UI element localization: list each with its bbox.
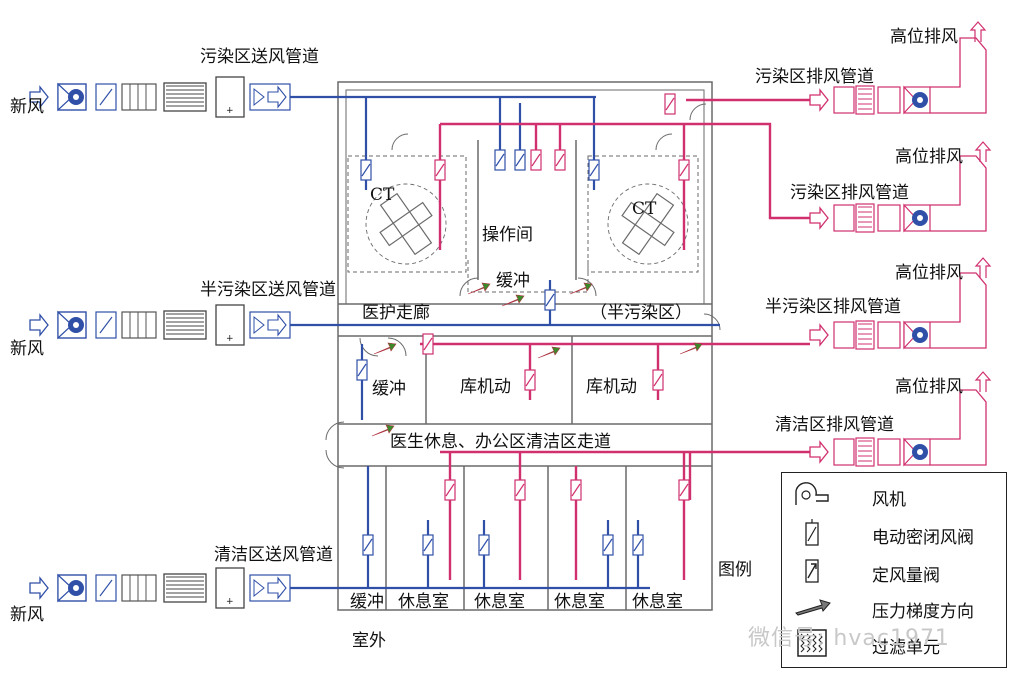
supply-unit-2: [29, 304, 291, 346]
supply-ducts: [290, 95, 720, 590]
legend-label-pressure-arrow: 压力梯度方向: [872, 602, 974, 622]
constant-flow-valve-icon: [805, 559, 819, 583]
exhaust-duct-label-1: 污染区排风管道: [755, 67, 874, 87]
fan-icon: [795, 482, 829, 505]
intake-label-2: 新风: [10, 339, 44, 359]
room-storage-1: 库机动: [460, 377, 511, 397]
room-buffer-mid: 缓冲: [372, 379, 406, 399]
filter-icon: [797, 629, 827, 657]
high-exhaust-label-4: 高位排风: [895, 377, 963, 397]
supply-duct-label-3: 清洁区送风管道: [214, 545, 333, 565]
exhaust-duct-label-3: 半污染区排风管道: [765, 297, 901, 317]
exhaust-ducts: [420, 98, 810, 580]
room-ct-right: CT: [632, 199, 657, 219]
room-control: 操作间: [482, 225, 533, 245]
room-clean-corridor: 医生休息、办公区清洁区走道: [390, 432, 611, 452]
outlet-arrows: [969, 21, 992, 392]
high-exhaust-label-2: 高位排风: [895, 147, 963, 167]
legend-item-filter: 过滤单元: [782, 627, 1006, 661]
watermark: 微信号: hvac1971: [748, 626, 950, 651]
legend-item-constant-flow-valve: 定风量阀: [782, 555, 1006, 589]
intake-label-1: 新风: [10, 97, 44, 117]
legend-label-fan: 风机: [872, 490, 906, 510]
exhaust-duct-label-2: 污染区排风管道: [790, 183, 909, 203]
room-rest-2: 休息室: [474, 592, 525, 612]
exhaust-labels: 污染区排风管道 高位排风 污染区排风管道 高位排风 半污染区排风管道 高位排风 …: [755, 27, 963, 435]
legend: 风机 电动密闭风阀 定风量阀 压力梯度方向 过滤单元: [781, 472, 1007, 668]
intake-label-3: 新风: [10, 605, 44, 625]
high-exhaust-label-3: 高位排风: [895, 263, 963, 283]
supply-unit-1: [29, 76, 291, 118]
pressure-arrow-icon: [795, 599, 831, 616]
room-rest-3: 休息室: [554, 592, 605, 612]
exhaust-duct-label-4: 清洁区排风管道: [775, 415, 894, 435]
legend-title: 图例: [718, 560, 752, 580]
legend-label-motorized-damper: 电动密闭风阀: [872, 528, 974, 548]
room-medical-corridor: 医护走廊: [362, 303, 430, 323]
legend-item-fan: 风机: [782, 479, 1006, 513]
legend-label-filter: 过滤单元: [872, 638, 940, 658]
legend-item-motorized-damper: 电动密闭风阀: [782, 517, 1006, 551]
high-exhaust-label-1: 高位排风: [890, 27, 958, 47]
room-rest-1: 休息室: [398, 592, 449, 612]
building-outline: [325, 81, 721, 611]
room-buffer-top: 缓冲: [496, 271, 530, 291]
legend-label-constant-flow-valve: 定风量阀: [872, 566, 940, 586]
room-buffer-bottom: 缓冲: [350, 592, 384, 612]
supply-duct-label-2: 半污染区送风管道: [200, 280, 336, 300]
motorized-damper-icon: [805, 519, 819, 546]
supply-labels: 新风 污染区送风管道 新风 半污染区送风管道 新风 清洁区送风管道: [10, 47, 336, 625]
room-storage-2: 库机动: [586, 377, 637, 397]
room-labels: CT CT 操作间 缓冲 医护走廊 （半污染区） 缓冲 库机动 库机动 医生休息…: [350, 185, 752, 651]
room-semi-zone: （半污染区）: [590, 303, 692, 323]
room-outdoor: 室外: [352, 631, 386, 651]
room-ct-left: CT: [370, 185, 395, 205]
room-rest-4: 休息室: [632, 592, 683, 612]
supply-duct-label-1: 污染区送风管道: [200, 47, 319, 67]
legend-item-pressure-arrow: 压力梯度方向: [782, 591, 1006, 625]
supply-unit-3: [29, 567, 291, 609]
